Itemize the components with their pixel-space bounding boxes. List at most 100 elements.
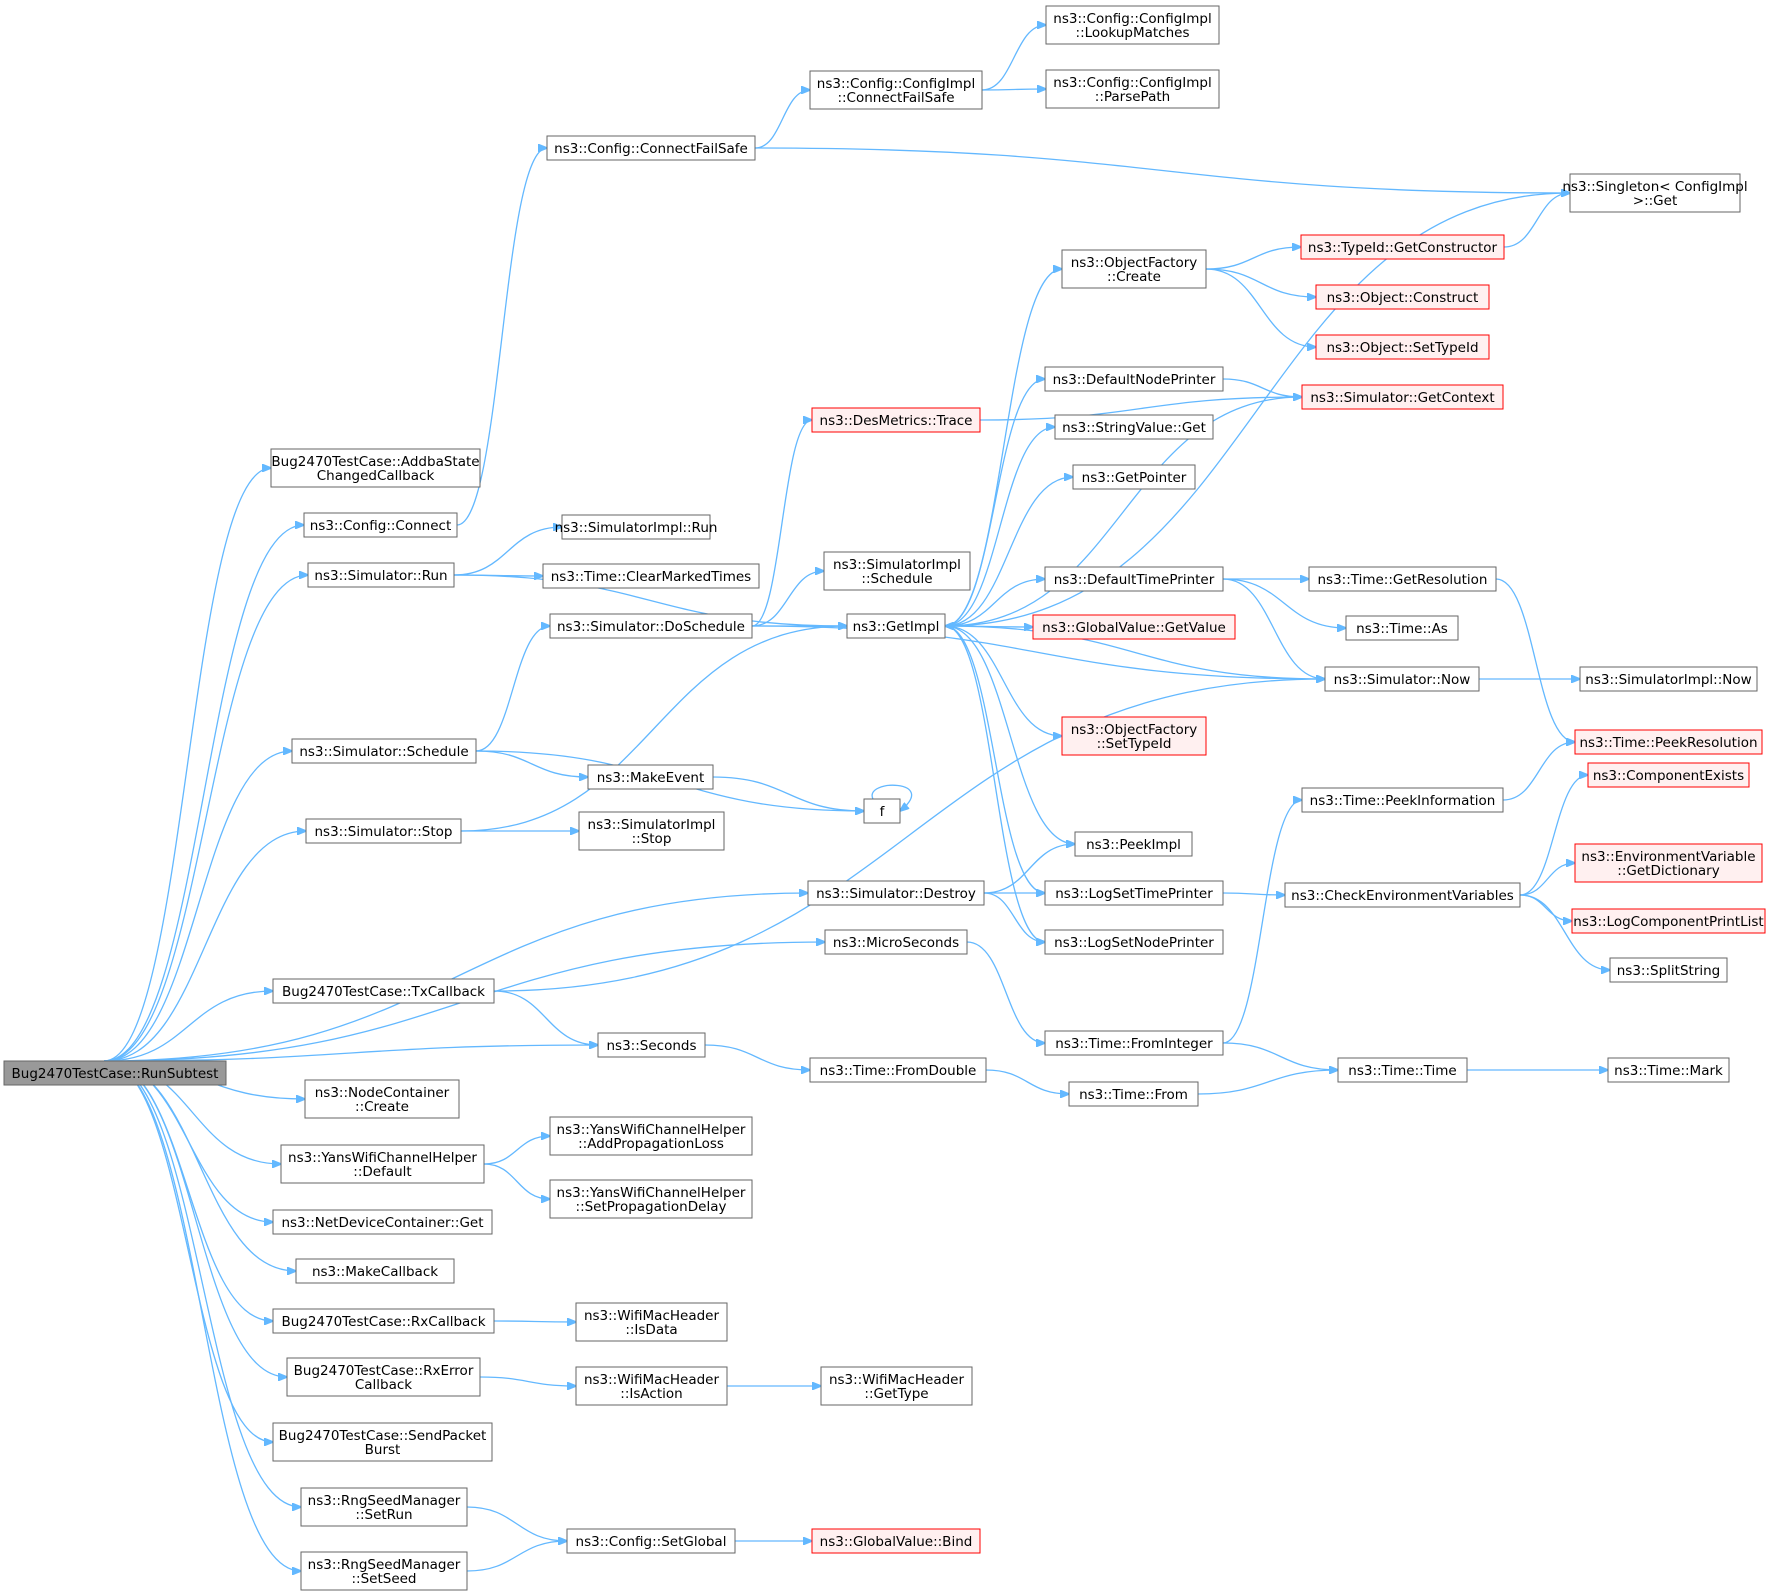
edge-frominteger-to-timetime [1222,1042,1338,1070]
node-implrun[interactable]: ns3::SimulatorImpl::Run [555,514,718,540]
node-label: ns3::NodeContainer [315,1085,450,1101]
edge-rxerr-to-isaction [479,1376,576,1386]
node-makecb[interactable]: ns3::MakeCallback [295,1258,455,1284]
node-splitstring[interactable]: ns3::SplitString [1609,957,1728,983]
edge-root-to-rxerr [103,1060,287,1377]
node-box [566,1528,736,1554]
node-gvgetvalue[interactable]: ns3::GlobalValue::GetValue [1032,614,1236,640]
node-cfgimplcfs[interactable]: ns3::Config::ConfigImpl::ConnectFailSafe [809,70,983,110]
node-ndcget[interactable]: ns3::NetDeviceContainer::Get [272,1209,493,1235]
node-simnow[interactable]: ns3::Simulator::Now [1324,666,1480,692]
node-getctor[interactable]: ns3::TypeId::GetConstructor [1300,234,1505,260]
node-implschedule[interactable]: ns3::SimulatorImpl::Schedule [823,551,971,591]
node-getcontext[interactable]: ns3::Simulator::GetContext [1301,384,1504,410]
edge-getimpl-to-ofsettypeid [944,625,1062,736]
node-box [824,929,968,955]
node-label: ns3::SplitString [1617,963,1721,979]
node-label: Bug2470TestCase::AddbaState [271,454,479,470]
node-isaction[interactable]: ns3::WifiMacHeader::IsAction [575,1366,728,1406]
node-setprop[interactable]: ns3::YansWifiChannelHelper::SetPropagati… [549,1179,753,1219]
node-frominteger[interactable]: ns3::Time::FromInteger [1044,1030,1224,1056]
node-peekres[interactable]: ns3::Time::PeekResolution [1574,729,1763,755]
node-compexists[interactable]: ns3::ComponentExists [1587,762,1750,788]
node-connectfs[interactable]: ns3::Config::ConnectFailSafe [546,135,756,161]
node-addprop[interactable]: ns3::YansWifiChannelHelper::AddPropagati… [549,1116,753,1156]
node-yansdefault[interactable]: ns3::YansWifiChannelHelper::Default [280,1144,485,1184]
node-fromdouble[interactable]: ns3::Time::FromDouble [809,1057,987,1083]
node-label: ns3::GlobalValue::GetValue [1042,620,1226,636]
node-parsepath[interactable]: ns3::Config::ConfigImpl::ParsePath [1045,69,1220,109]
node-objconstruct[interactable]: ns3::Object::Construct [1315,284,1490,310]
node-label: ::SetPropagationDelay [576,1199,727,1215]
node-doschedule[interactable]: ns3::Simulator::DoSchedule [549,613,753,639]
node-gettype[interactable]: ns3::WifiMacHeader::GetType [820,1366,973,1406]
node-label: ns3::Time::Time [1348,1063,1456,1079]
node-label: ns3::Seconds [607,1038,697,1054]
node-peekinfo[interactable]: ns3::Time::PeekInformation [1301,787,1504,813]
node-timeas[interactable]: ns3::Time::As [1345,615,1459,641]
node-box [1072,464,1196,490]
node-defnodeprinter[interactable]: ns3::DefaultNodePrinter [1044,366,1224,392]
node-logprint[interactable]: ns3::LogComponentPrintList [1571,908,1766,934]
node-setseed[interactable]: ns3::RngSeedManager::SetSeed [300,1551,468,1591]
node-addba[interactable]: Bug2470TestCase::AddbaStateChangedCallba… [270,448,481,488]
node-setrun[interactable]: ns3::RngSeedManager::SetRun [300,1487,468,1527]
node-connect[interactable]: ns3::Config::Connect [303,512,458,538]
node-gvbind[interactable]: ns3::GlobalValue::Bind [811,1528,981,1554]
node-lookup[interactable]: ns3::Config::ConfigImpl::LookupMatches [1045,5,1220,45]
node-from[interactable]: ns3::Time::From [1068,1081,1199,1107]
node-ofcreate[interactable]: ns3::ObjectFactory::Create [1061,249,1207,289]
node-timetime[interactable]: ns3::Time::Time [1337,1057,1468,1083]
edge-cfgimplcfs-to-parsepath [981,89,1046,90]
node-singleton[interactable]: ns3::Singleton< ConfigImpl >::Get [1562,173,1748,213]
node-setglobal[interactable]: ns3::Config::SetGlobal [566,1528,736,1554]
node-root[interactable]: Bug2470TestCase::RunSubtest [3,1060,227,1086]
node-schedule[interactable]: ns3::Simulator::Schedule [291,738,477,764]
edge-txcb-to-seconds [493,990,598,1045]
edge-txcb-to-simnow [493,679,1325,992]
node-simrun[interactable]: ns3::Simulator::Run [307,562,455,588]
node-seconds[interactable]: ns3::Seconds [597,1032,706,1058]
node-box [295,1258,455,1284]
node-ofsettypeid[interactable]: ns3::ObjectFactory::SetTypeId [1061,716,1207,756]
node-box [1061,249,1207,289]
node-lognode[interactable]: ns3::LogSetNodePrinter [1044,929,1224,955]
node-box [1308,566,1497,592]
node-clearmarked[interactable]: ns3::Time::ClearMarkedTimes [542,563,760,589]
node-makeevent[interactable]: ns3::MakeEvent [587,764,714,790]
node-checkenv[interactable]: ns3::CheckEnvironmentVariables [1284,882,1521,908]
node-getpointer[interactable]: ns3::GetPointer [1072,464,1196,490]
node-txcb[interactable]: Bug2470TestCase::TxCallback [272,978,495,1004]
node-strget[interactable]: ns3::StringValue::Get [1054,414,1214,440]
edge-getimpl-to-getpointer [944,477,1073,627]
node-stop[interactable]: ns3::Simulator::Stop [305,818,462,844]
node-timemark[interactable]: ns3::Time::Mark [1607,1057,1730,1083]
node-getimpl[interactable]: ns3::GetImpl [846,613,946,639]
node-box [1045,5,1220,45]
node-implstop[interactable]: ns3::SimulatorImpl::Stop [578,811,725,851]
node-getresolution[interactable]: ns3::Time::GetResolution [1308,566,1497,592]
edge-fromdouble-to-from [985,1069,1069,1094]
edge-deftimeprinter-to-simnow [1222,578,1325,679]
edge-getimpl-to-defnodeprinter [944,379,1045,627]
node-nccreate[interactable]: ns3::NodeContainer::Create [304,1079,460,1119]
node-box [1587,762,1750,788]
node-destroy[interactable]: ns3::Simulator::Destroy [807,880,985,906]
node-f[interactable]: f [863,798,901,824]
node-deftimeprinter[interactable]: ns3::DefaultTimePrinter [1044,566,1224,592]
node-isdata[interactable]: ns3::WifiMacHeader::IsData [575,1302,728,1342]
node-objsettypeid[interactable]: ns3::Object::SetTypeId [1315,334,1490,360]
node-logtime[interactable]: ns3::LogSetTimePrinter [1044,880,1224,906]
node-micro[interactable]: ns3::MicroSeconds [824,929,968,955]
node-implnow[interactable]: ns3::SimulatorImpl::Now [1579,666,1758,692]
node-box [1315,284,1490,310]
node-destrace[interactable]: ns3::DesMetrics::Trace [811,407,981,433]
node-box [549,1116,753,1156]
node-peekimpl[interactable]: ns3::PeekImpl [1074,831,1193,857]
node-box [1574,843,1763,883]
node-rxcb[interactable]: Bug2470TestCase::RxCallback [272,1308,495,1334]
node-envdict[interactable]: ns3::EnvironmentVariable::GetDictionary [1574,843,1763,883]
node-box [1032,614,1236,640]
